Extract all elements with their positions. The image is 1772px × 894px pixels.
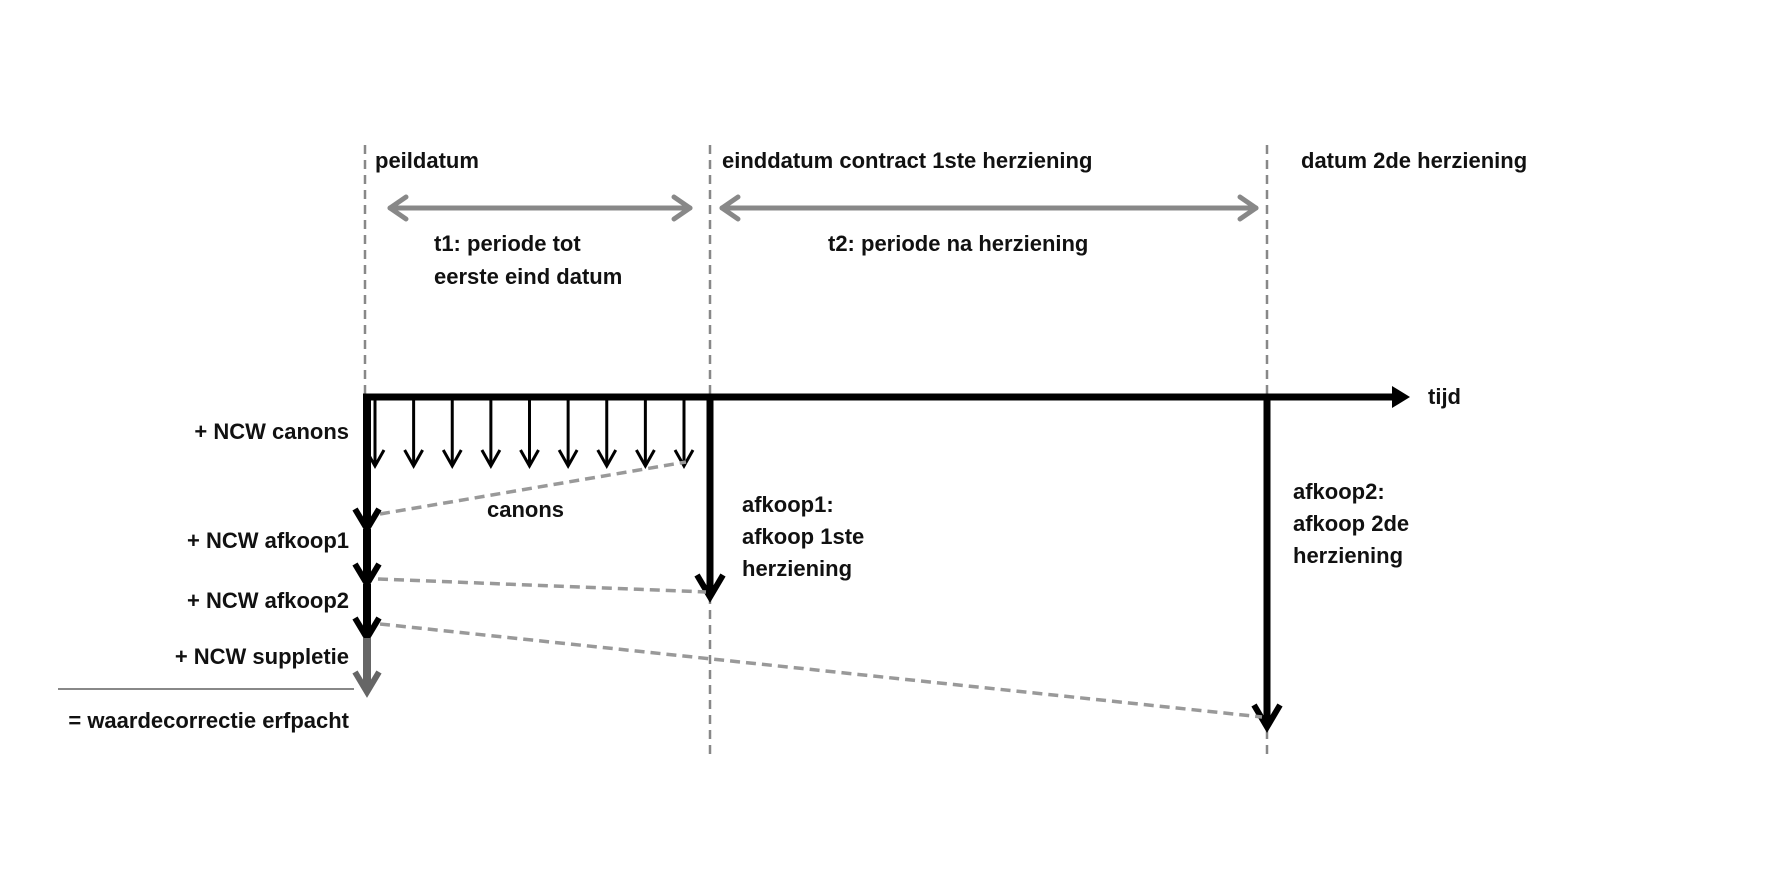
t1-label-line1: t1: periode tot: [434, 231, 581, 256]
sum-item-suppletie: + NCW suppletie: [175, 644, 349, 669]
afkoop2-label-line3: herziening: [1293, 543, 1403, 568]
afkoop2-label-line1: afkoop2:: [1293, 479, 1385, 504]
canons-label: canons: [487, 497, 564, 522]
t1-label-line2: eerste eind datum: [434, 264, 622, 289]
canon-arrow: [480, 400, 502, 470]
canon-arrow: [673, 400, 695, 470]
canon-arrow: [557, 400, 579, 470]
time-axis-label: tijd: [1428, 384, 1461, 409]
afkoop2-label-line2: afkoop 2de: [1293, 511, 1409, 536]
peildatum-label: peildatum: [375, 148, 479, 173]
t2-label: t2: periode na herziening: [828, 231, 1088, 256]
canon-arrows: [364, 400, 695, 470]
ncw-suppletie-arrow: [352, 638, 382, 698]
ncw-afkoop2-arrow: [352, 584, 382, 644]
sum-total: = waardecorrectie erfpacht: [68, 708, 349, 733]
afkoop1-label-line3: herziening: [742, 556, 852, 581]
canon-arrow: [441, 400, 463, 470]
canon-arrow: [403, 400, 424, 470]
afkoop1-label-line1: afkoop1:: [742, 492, 834, 517]
time-axis: [363, 386, 1410, 408]
sum-item-canons: + NCW canons: [194, 419, 349, 444]
datum2-label: datum 2de herziening: [1301, 148, 1527, 173]
afkoop2-discount-line: [379, 622, 1263, 719]
canons-discount-line: [379, 460, 687, 516]
afkoop1-arrow: [694, 397, 726, 603]
afkoop1-label-line2: afkoop 1ste: [742, 524, 864, 549]
ncw-afkoop1-arrow: [352, 529, 382, 590]
afkoop2-arrow: [1251, 397, 1283, 733]
afkoop1-discount-line: [377, 577, 707, 594]
einddatum-label: einddatum contract 1ste herziening: [722, 148, 1092, 173]
t1-period-arrow: [387, 194, 693, 222]
canon-arrow: [635, 400, 656, 470]
t2-period-arrow: [719, 194, 1259, 222]
sum-item-afkoop1: + NCW afkoop1: [187, 528, 349, 553]
canon-arrow: [519, 400, 540, 470]
canon-arrow: [596, 400, 618, 470]
sum-item-afkoop2: + NCW afkoop2: [187, 588, 349, 613]
